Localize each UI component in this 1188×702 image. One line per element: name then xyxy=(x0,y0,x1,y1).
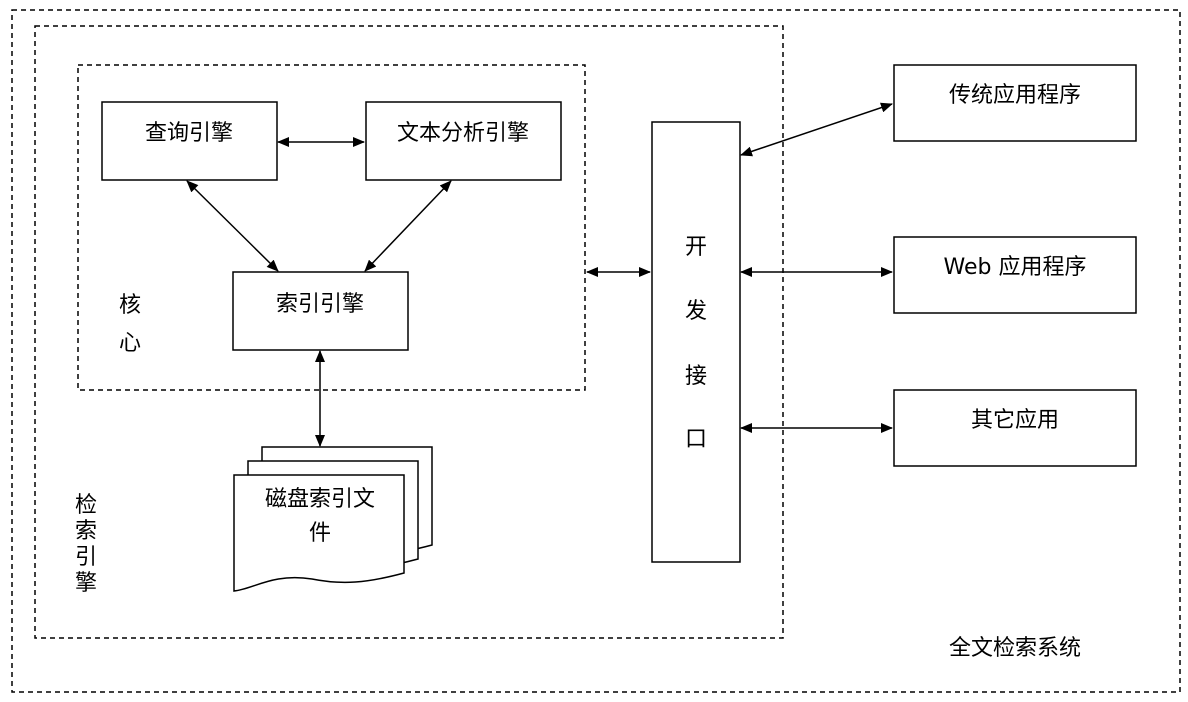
svg-text:发: 发 xyxy=(685,299,707,324)
svg-text:擎: 擎 xyxy=(75,571,97,596)
svg-text:口: 口 xyxy=(685,427,707,452)
svg-text:检: 检 xyxy=(75,493,97,518)
arrow-query-index xyxy=(186,180,279,272)
svg-text:传统应用程序: 传统应用程序 xyxy=(949,83,1081,108)
svg-text:开: 开 xyxy=(685,235,707,260)
svg-text:文本分析引擎: 文本分析引擎 xyxy=(397,121,529,146)
search-engine-label: 检 索 引 擎 xyxy=(75,493,97,596)
traditional-app-node: 传统应用程序 xyxy=(893,64,1137,142)
arrow-text-analysis-index xyxy=(364,180,452,272)
svg-text:接: 接 xyxy=(685,364,707,389)
svg-text:引: 引 xyxy=(75,545,97,570)
text-analysis-engine-node: 文本分析引擎 xyxy=(365,101,562,181)
arrow-interface-traditional-app xyxy=(740,102,893,157)
system-boundary xyxy=(11,9,1181,693)
svg-text:索引引擎: 索引引擎 xyxy=(276,292,364,317)
core-label: 核 心 xyxy=(119,293,141,356)
web-app-node: Web 应用程序 xyxy=(893,236,1137,314)
svg-text:索: 索 xyxy=(75,519,97,544)
svg-text:其它应用: 其它应用 xyxy=(971,408,1059,433)
system-label: 全文检索系统 xyxy=(949,636,1081,661)
svg-text:Web 应用程序: Web 应用程序 xyxy=(944,255,1087,280)
core-boundary xyxy=(77,64,586,391)
other-app-node: 其它应用 xyxy=(893,389,1137,467)
disk-index-files-node: 磁盘索引文 件 xyxy=(233,446,433,592)
index-engine-node: 索引引擎 xyxy=(232,271,409,351)
svg-text:查询引擎: 查询引擎 xyxy=(145,121,233,146)
search-engine-boundary xyxy=(34,25,784,639)
svg-text:核: 核 xyxy=(119,293,141,318)
query-engine-node: 查询引擎 xyxy=(101,101,278,181)
svg-text:件: 件 xyxy=(309,521,331,546)
svg-text:磁盘索引文: 磁盘索引文 xyxy=(265,487,375,512)
svg-text:心: 心 xyxy=(119,331,141,356)
dev-interface-node: 开 发 接 口 xyxy=(651,121,741,563)
